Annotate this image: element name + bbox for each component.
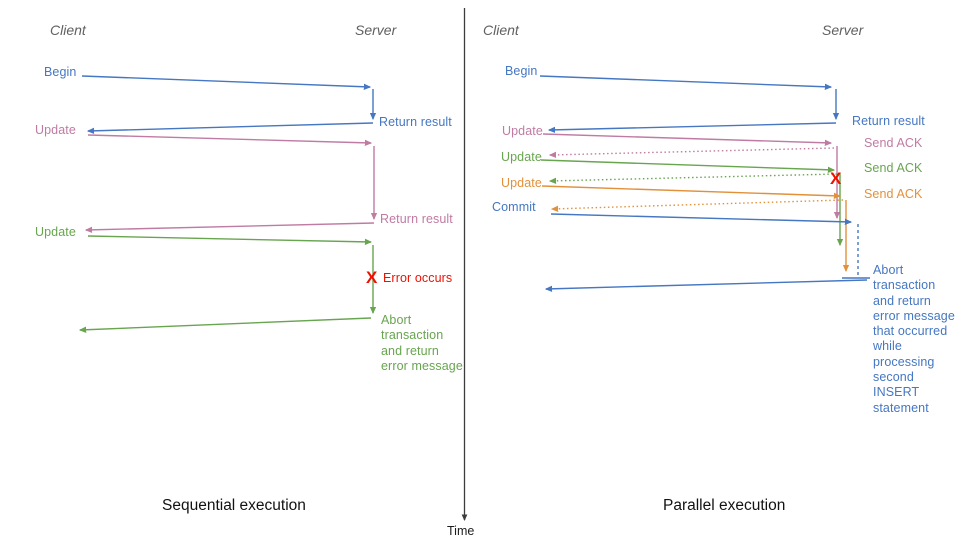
sequential-label-update-2: Update [35, 225, 76, 239]
parallel-label-send-ack-2: Send ACK [864, 161, 923, 175]
parallel-caption: Parallel execution [663, 497, 786, 514]
sequential-client-header: Client [50, 22, 86, 38]
sequential-arrow-abort-response [78, 317, 372, 333]
parallel-arrow-return-result-response [547, 122, 837, 134]
sequential-label-begin: Begin [44, 65, 77, 79]
sequential-arrow-update1-request [87, 134, 373, 147]
parallel-arrow-commit-request [550, 213, 853, 226]
time-axis-label: Time [447, 524, 475, 538]
sequential-label-update-1: Update [35, 123, 76, 137]
sequential-server-header: Server [355, 22, 397, 38]
sequential-arrow-update1-response [84, 222, 375, 234]
sequential-arrow-begin-request [81, 75, 372, 90]
sequential-arrow-return-result-response [86, 122, 374, 135]
parallel-arrow-update1-request [542, 133, 833, 147]
parallel-label-update-3: Update [501, 176, 542, 190]
parallel-arrow-update2-request [540, 159, 836, 173]
parallel-label-commit: Commit [492, 200, 536, 214]
parallel-arrow-abort-response [544, 279, 868, 293]
parallel-arrow-update2-ack [548, 173, 838, 185]
parallel-label-update-2: Update [501, 150, 542, 164]
sequential-caption: Sequential execution [162, 497, 306, 514]
sequential-label-abort-message: Abort transaction and return error messa… [381, 313, 463, 373]
parallel-label-send-ack-1: Send ACK [864, 136, 923, 150]
parallel-error-x-mark: X [830, 169, 842, 188]
sequential-label-return-result-1: Return result [379, 115, 452, 129]
parallel-label-begin: Begin [505, 64, 538, 78]
parallel-arrow-update3-ack [550, 199, 844, 213]
parallel-label-send-ack-3: Send ACK [864, 187, 923, 201]
parallel-label-abort-message: Abort transaction and return error messa… [873, 263, 955, 415]
parallel-arrow-begin-request [539, 75, 833, 90]
sequential-label-return-result-2: Return result [380, 212, 453, 226]
sequential-arrow-update2-request [87, 235, 373, 246]
parallel-arrow-update1-ack [548, 147, 835, 159]
parallel-arrow-update3-request [541, 185, 842, 199]
sequential-label-error-occurs: Error occurs [383, 271, 453, 285]
parallel-label-update-1: Update [502, 124, 543, 138]
parallel-label-return-result: Return result [852, 114, 925, 128]
sequential-error-x-mark: X [366, 268, 378, 287]
parallel-server-header: Server [822, 22, 864, 38]
parallel-client-header: Client [483, 22, 519, 38]
